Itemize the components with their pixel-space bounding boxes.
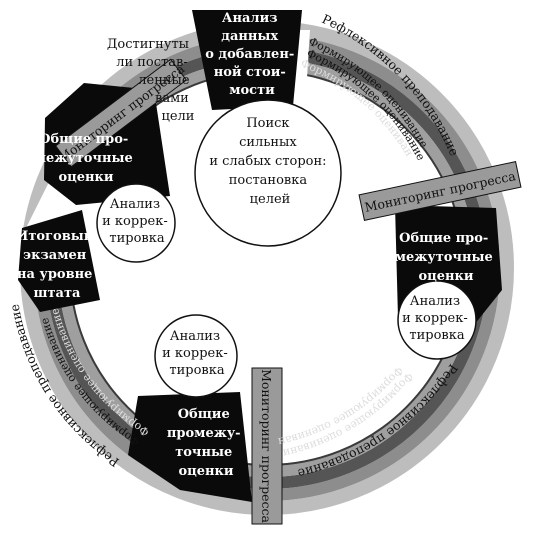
analysis-left-text: Анализ и коррек- тировка [102,197,172,246]
analysis-bottom-line: и коррек- [162,346,228,361]
analysis-right-line: тировка [409,328,464,343]
interim-bottom-text: Общие промежу- точные оценки [167,407,245,479]
analysis-bottom-line: Анализ [170,329,220,344]
analysis-bottom-text: Анализ и коррек- тировка [162,329,232,378]
monitoring-box-bottom: Мониторинг прогресса [251,367,283,525]
center-line: целей [250,192,291,207]
interim-bottom-line: промежу- [167,426,241,441]
analysis-value-text: Анализ данных о добавлен- ной стои- мост… [205,11,299,98]
analysis-right-text: Анализ и коррек- тировка [402,294,472,343]
final-exam-line: Итоговый [16,229,94,244]
analysis-right-line: и коррек- [402,311,468,326]
final-exam-line: штата [34,286,82,301]
final-exam-text: Итоговый экзамен на уровне штата [16,229,98,301]
center-line: и слабых сторон: [209,154,326,169]
achieved-goals-line: ленные [138,73,190,88]
interim-left-line: оценки [58,170,113,185]
analysis-left-line: Анализ [110,197,160,212]
final-exam-line: экзамен [23,248,87,263]
analysis-value-line: о добавлен- [205,47,294,62]
analysis-circle-bottom [154,314,238,398]
analysis-left-line: и коррек- [102,214,168,229]
center-text: Поиск сильных и слабых сторон: постановк… [209,116,330,207]
analysis-value-line: мости [229,83,275,98]
center-line: постановка [229,173,308,188]
interim-left-line: Общие про- [39,132,128,147]
black-segments [18,10,502,502]
segment-analysis-value [192,10,302,110]
achieved-goals-line: Достигнуты [107,37,189,52]
analysis-circle-right [397,280,477,360]
interim-bottom-line: Общие [178,407,230,422]
center-line: сильных [239,135,297,150]
interim-right-line: оценки [418,269,473,284]
achieved-goals-line: вами [155,91,189,106]
interim-right-text: Общие про- межуточные оценки [395,231,498,284]
analysis-value-line: Анализ [222,11,278,26]
center-circle [194,99,342,247]
analysis-bottom-line: тировка [169,363,224,378]
achieved-goals-line: цели [162,109,195,124]
interim-bottom-line: точные [175,445,232,460]
analysis-left-line: тировка [109,231,164,246]
analysis-value-line: данных [221,29,278,44]
interim-left-text: Общие про- межуточные оценки [35,132,138,185]
interim-right-line: межуточные [395,250,493,265]
achieved-goals-text: Достигнуты ли постав- ленные вами цели [107,37,195,124]
interim-bottom-line: оценки [178,464,233,479]
center-line: Поиск [246,116,289,131]
segment-final-exam [18,210,100,312]
monitoring-label-bottom: Мониторинг прогресса [259,369,274,523]
analysis-circle-left [96,183,176,263]
analysis-value-line: ной стои- [214,65,286,80]
segment-interim-bottom [128,392,252,502]
interim-right-line: Общие про- [399,231,488,246]
achieved-goals-line: ли постав- [116,55,187,70]
interim-left-line: межуточные [35,151,133,166]
analysis-right-line: Анализ [410,294,460,309]
final-exam-line: на уровне [17,267,92,282]
